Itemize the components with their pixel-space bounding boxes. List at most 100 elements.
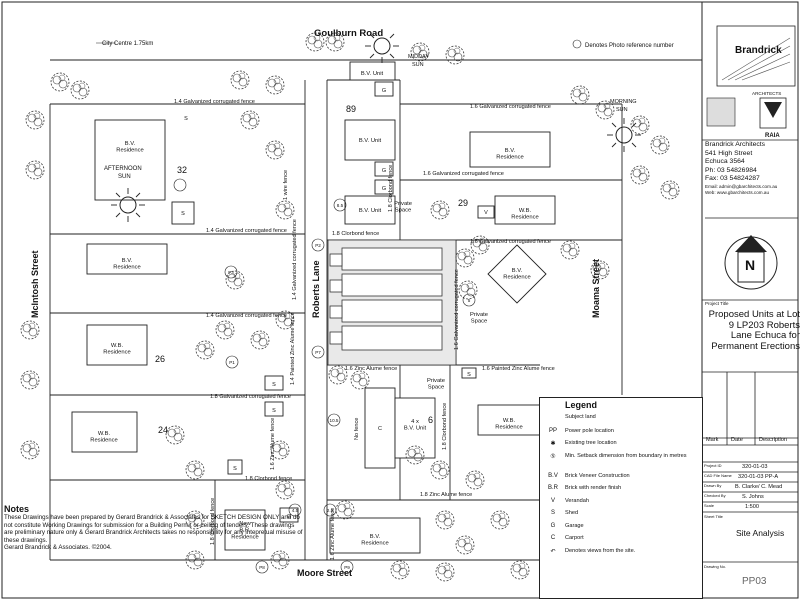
sheet-title: Site Analysis [736,528,785,538]
pole-label: P8 [259,565,265,570]
north-arrow-icon [705,217,798,290]
fence-label: 1.8 Clorbond fence [332,231,379,237]
garage-marker: G [382,88,386,94]
legend-item: Shed [565,510,579,516]
cad-file-label: CAD File Name [704,473,732,478]
cad-file: 320-01-03 PP-A [738,474,779,480]
morning-label: MORNING [610,99,637,105]
fence-label: 1.8 Clorbond fence [210,498,216,545]
legend-item: Existing tree location [565,440,617,446]
scale-label: Scale [704,503,715,508]
fence-label: 1.6 Zinc Alume fence [270,418,276,470]
four-bv-unit [394,397,436,459]
fence-label: 1.4 Galvanized corrugated fence [206,228,287,234]
legend-symbol: G [550,523,556,529]
lot-numbers: 89 32 29 26 24 6 [155,104,468,435]
building-label: W.B.Residence [90,431,117,444]
project-title: Proposed Units at Lot 9 LP203 Roberts La… [708,309,800,352]
carport-6 [364,387,396,469]
building-label: W.B.Residence [495,418,522,431]
notes-body: These Drawings have been prepared by Ger… [4,514,303,544]
legend-symbol: ↶ [550,549,556,555]
bv-residence-32 [94,119,166,201]
fence-label: 1.8 Clorbond fence [245,476,292,482]
pole-label: P2 [315,243,321,248]
bv-residence-mid [86,243,168,275]
setback-label: 5 [468,298,471,303]
legend-title: Legend [565,400,598,410]
garage-marker: G [287,514,291,520]
building-label: B.V.Residence [116,141,143,154]
building-label: B.V.Residence [361,534,388,547]
lot-number: 29 [458,198,468,208]
fence-label: 1.6 Galvanized corrugated fence [470,239,551,245]
fence-label: 1.8 Clorbond fence [388,165,394,212]
raia-logo [759,97,787,129]
legend-item: Verandah [565,498,589,504]
pole-label: P1 [229,360,235,365]
fence-label: 1.4 Painted Zinc Alume fence [290,312,296,385]
photo-reference-label: Denotes Photo reference number [585,43,674,49]
city-centre-label: City Centre 1.75km [102,41,153,47]
drawing-number: PP03 [742,576,767,587]
afternoon-sun-icon [110,187,146,223]
legend-symbol: S [550,510,555,516]
bv-residence-diamond [487,244,547,304]
wb-residence-24 [71,411,138,453]
legend-item: Brick Veneer Construction [565,473,630,479]
brand-name: Brandrick [735,45,782,56]
setback-label: 8.5 [337,203,344,208]
building-labels: B.V. Unit B.V.Residence B.V. Unit B.V. U… [90,71,538,547]
afternoon-sun-label: SUN [118,174,131,180]
legend-item: Garage [565,523,584,529]
bv-unit-89 [344,119,396,161]
lot-number: 89 [346,104,356,114]
firm-address-2: Echuca 3564 [705,158,745,166]
midday-sun-label: SUN [412,62,424,68]
building-label: B.V. Unit [359,138,382,144]
fence-label: 1.8 Zinc Alume fence [420,492,472,498]
roberts-lane-label: Roberts Lane [311,260,321,318]
setback-label: 4.5 [292,508,299,513]
architect-details: Brandrick Architects 541 High Street Ech… [705,141,800,196]
notes-title: Notes [4,504,30,514]
legend-item: Brick with render finish [565,485,622,491]
project-title-label: Project Title [705,301,729,306]
checked-by: S. Johns [742,494,764,500]
markers: G G G S S S S S G S C V [181,88,488,520]
sheet-title-label: Sheet Title [704,514,723,519]
fence-label: 1.4 Galvanized corrugated fence [206,313,287,319]
legend-symbol: B.V [548,473,558,479]
fence-label: 1.4 Galvanized corrugated fence [174,99,255,105]
building-label: B.V.Residence [496,148,523,161]
project-id-label: Project ID [704,463,722,468]
lot-number: 32 [177,165,187,175]
garage-marker: G [382,186,386,192]
fence-label: 1.8 Galvanized corrugated fence [210,394,291,400]
fence-label: 1.6 Zinc Alume fence [330,508,336,560]
scale-value: 1:500 [745,504,759,510]
brand-subtitle: ARCHITECTS [752,91,781,96]
building-label: W.B.Residence [103,343,130,356]
column-description: Description [759,437,787,443]
fence-labels: 1.4 Galvanized corrugated fence 1.6 Galv… [174,99,555,560]
drawn-by-label: Drawn By [704,483,722,488]
wb-residence-se [477,404,541,436]
setback-label: 10.5 [330,418,339,423]
garage-marker: G [382,168,386,174]
lot-number: 6 [428,415,433,425]
mcintosh-street-label: McIntosh Street [30,250,40,318]
wb-residence-29 [494,195,556,225]
project-id: 320-01-03 [742,464,768,470]
pole-label: P7 [315,350,321,355]
north-label: N [745,257,755,273]
legend-symbol: B.R [547,485,558,491]
morning-sun-icon [606,117,642,153]
legend-symbol: ✱ [550,441,556,447]
firm-fax: Fax: 03 54824287 [705,175,760,183]
fence-label: 1 wire fence [283,170,289,200]
